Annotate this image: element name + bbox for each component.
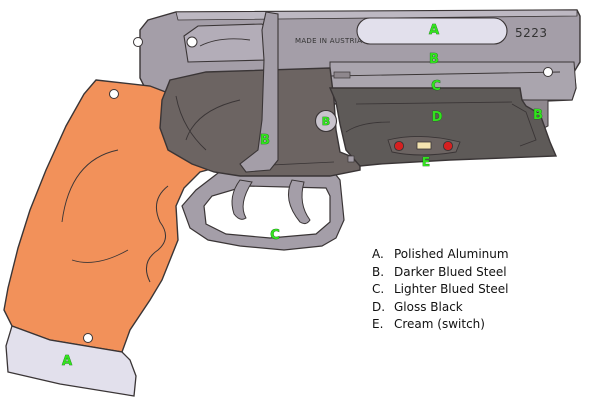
label-slide-lower: C [431,79,441,94]
receiver-frame [159,67,361,177]
label-switch: E [422,155,430,169]
trigger-front [287,179,311,225]
slide-aluminum-window [356,17,508,45]
cream-switch [416,141,432,150]
legend-key: A. [372,247,384,261]
legend-key: E. [372,317,384,331]
legend-text: Polished Aluminum [394,247,509,261]
legend-key: B. [372,264,385,279]
slide-rail-line [329,71,561,77]
frame-contour-line [185,99,241,141]
label-side-screw: B [322,115,330,128]
legend-item: B. Darker Blued Steel [372,264,509,282]
grip-screw-bottom-icon [83,333,93,343]
label-front-block: B [533,108,543,123]
legend-text: Darker Blued Steel [394,264,507,279]
legend-item: E. Cream (switch) [372,316,509,334]
color-legend: A. Polished Aluminum B. Darker Blued Steel… [372,246,509,334]
grip-panel-line-2 [71,249,129,263]
legend-item: C. Lighter Blued Steel [372,281,509,299]
serial-number: 5223 [515,26,548,40]
frame-pin [347,155,355,163]
grip-screw-top-icon [109,89,119,99]
body-seam-line [355,101,513,105]
rear-pin-icon [133,37,143,47]
legend-item: D. Gloss Black [372,299,509,317]
grip-panel-line [61,149,119,223]
legend-key: C. [372,282,385,296]
legend-item: A. Polished Aluminum [372,246,509,264]
trigger-guard [181,169,345,251]
trigger [231,179,253,220]
side-screw-icon [314,109,338,133]
label-rear-frame: B [260,133,270,148]
slide-screw-icon [186,36,198,48]
label-slide-band: B [429,52,439,67]
made-in-stamp: MADE IN AUSTRIA [295,37,362,45]
label-slide-top: A [429,23,439,38]
grip-base [5,325,137,397]
grip-finger-grooves [145,185,169,283]
indicator-right-icon [442,140,454,152]
legend-text: Gloss Black [394,299,463,314]
label-frame-black: D [432,110,443,125]
label-trigger-guard: C [270,228,280,243]
frame-contour-line-2 [175,95,207,151]
indicator-left-icon [393,140,405,152]
rear-plate-groove [199,38,251,47]
legend-text: Cream (switch) [394,317,485,331]
hammer-strap [239,11,279,173]
body-rear-contour [345,121,391,133]
gloss-black-body [328,87,558,167]
label-grip-base: A [62,354,72,369]
legend-key: D. [372,299,386,314]
body-front-contour [511,103,537,147]
legend-text: Lighter Blued Steel [394,282,509,296]
slide-stop [333,71,351,79]
slide-pin-icon [543,67,553,77]
